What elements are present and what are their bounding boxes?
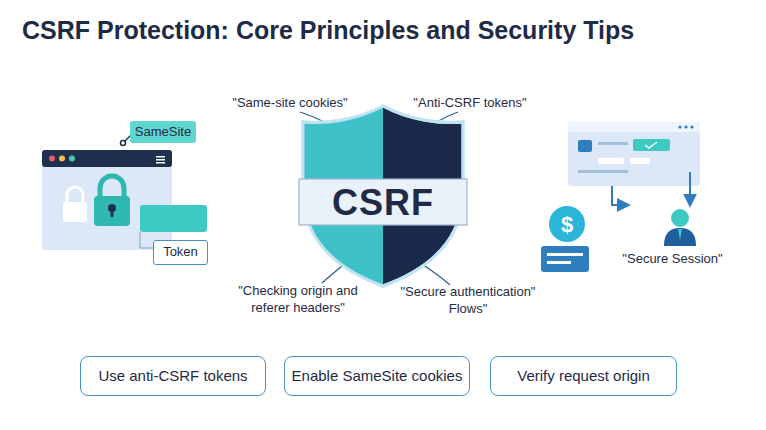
window-dot	[690, 125, 693, 128]
check-mark	[645, 142, 657, 148]
node-text: Verify request origin	[517, 367, 650, 384]
tag-label: SameSite	[130, 121, 196, 143]
node-text: CSRF	[332, 182, 434, 223]
person-body	[664, 228, 696, 246]
flow-arrow	[612, 186, 628, 205]
session-label: "Secure Session"	[610, 250, 735, 267]
callout-label: "Same-site cookies"	[225, 94, 355, 111]
lock-keyhole	[111, 209, 114, 217]
window-dot	[684, 125, 687, 128]
token-box: Token	[153, 240, 208, 265]
callout-label: "Anti-CSRF tokens"	[405, 94, 535, 111]
menu-icon	[156, 162, 165, 164]
tip-box: Verify request origin	[490, 356, 677, 396]
text-line	[598, 142, 628, 145]
currency-symbol: $	[561, 212, 573, 237]
input-field	[598, 158, 624, 164]
window-dot	[69, 156, 75, 162]
card-line	[547, 261, 571, 264]
app-window	[568, 122, 700, 186]
tip-box: Use anti-CSRF tokens	[80, 356, 266, 396]
app-header	[568, 122, 700, 132]
token-field	[140, 205, 207, 232]
text-line	[578, 170, 628, 173]
chat-icon	[578, 140, 592, 152]
lock-shackle	[67, 187, 83, 203]
lock-body	[63, 202, 87, 222]
person-tie	[678, 229, 682, 240]
shield-emblem: CSRF	[297, 103, 469, 289]
person-head	[671, 209, 689, 227]
button	[633, 139, 670, 151]
input-field	[630, 158, 650, 164]
menu-icon	[156, 156, 165, 158]
node-text: Use anti-CSRF tokens	[98, 367, 247, 384]
flow-arrow	[689, 172, 691, 205]
window-dot	[59, 156, 65, 162]
browser-window	[42, 150, 172, 250]
menu-icon	[156, 159, 165, 161]
leader-line	[140, 232, 153, 248]
callout-label: "Checking origin and referer headers"	[218, 282, 378, 316]
card-line	[547, 253, 583, 256]
node-text: SameSite	[135, 125, 191, 140]
lock-shackle	[100, 176, 124, 198]
window-dot	[678, 125, 681, 128]
node-text: Token	[163, 245, 198, 260]
callout-label: "Secure authentication" Flows"	[388, 283, 548, 317]
window-dot	[49, 156, 55, 162]
diagram-title: CSRF Protection: Core Principles and Sec…	[22, 16, 634, 45]
card-icon	[541, 246, 589, 272]
node-text: Enable SameSite cookies	[292, 367, 463, 384]
tag-hole	[121, 141, 126, 146]
shield-banner	[299, 179, 467, 225]
payment-icon	[549, 206, 585, 242]
tip-box: Enable SameSite cookies	[284, 356, 470, 396]
browser-header	[42, 150, 172, 167]
lock-body	[94, 196, 130, 226]
